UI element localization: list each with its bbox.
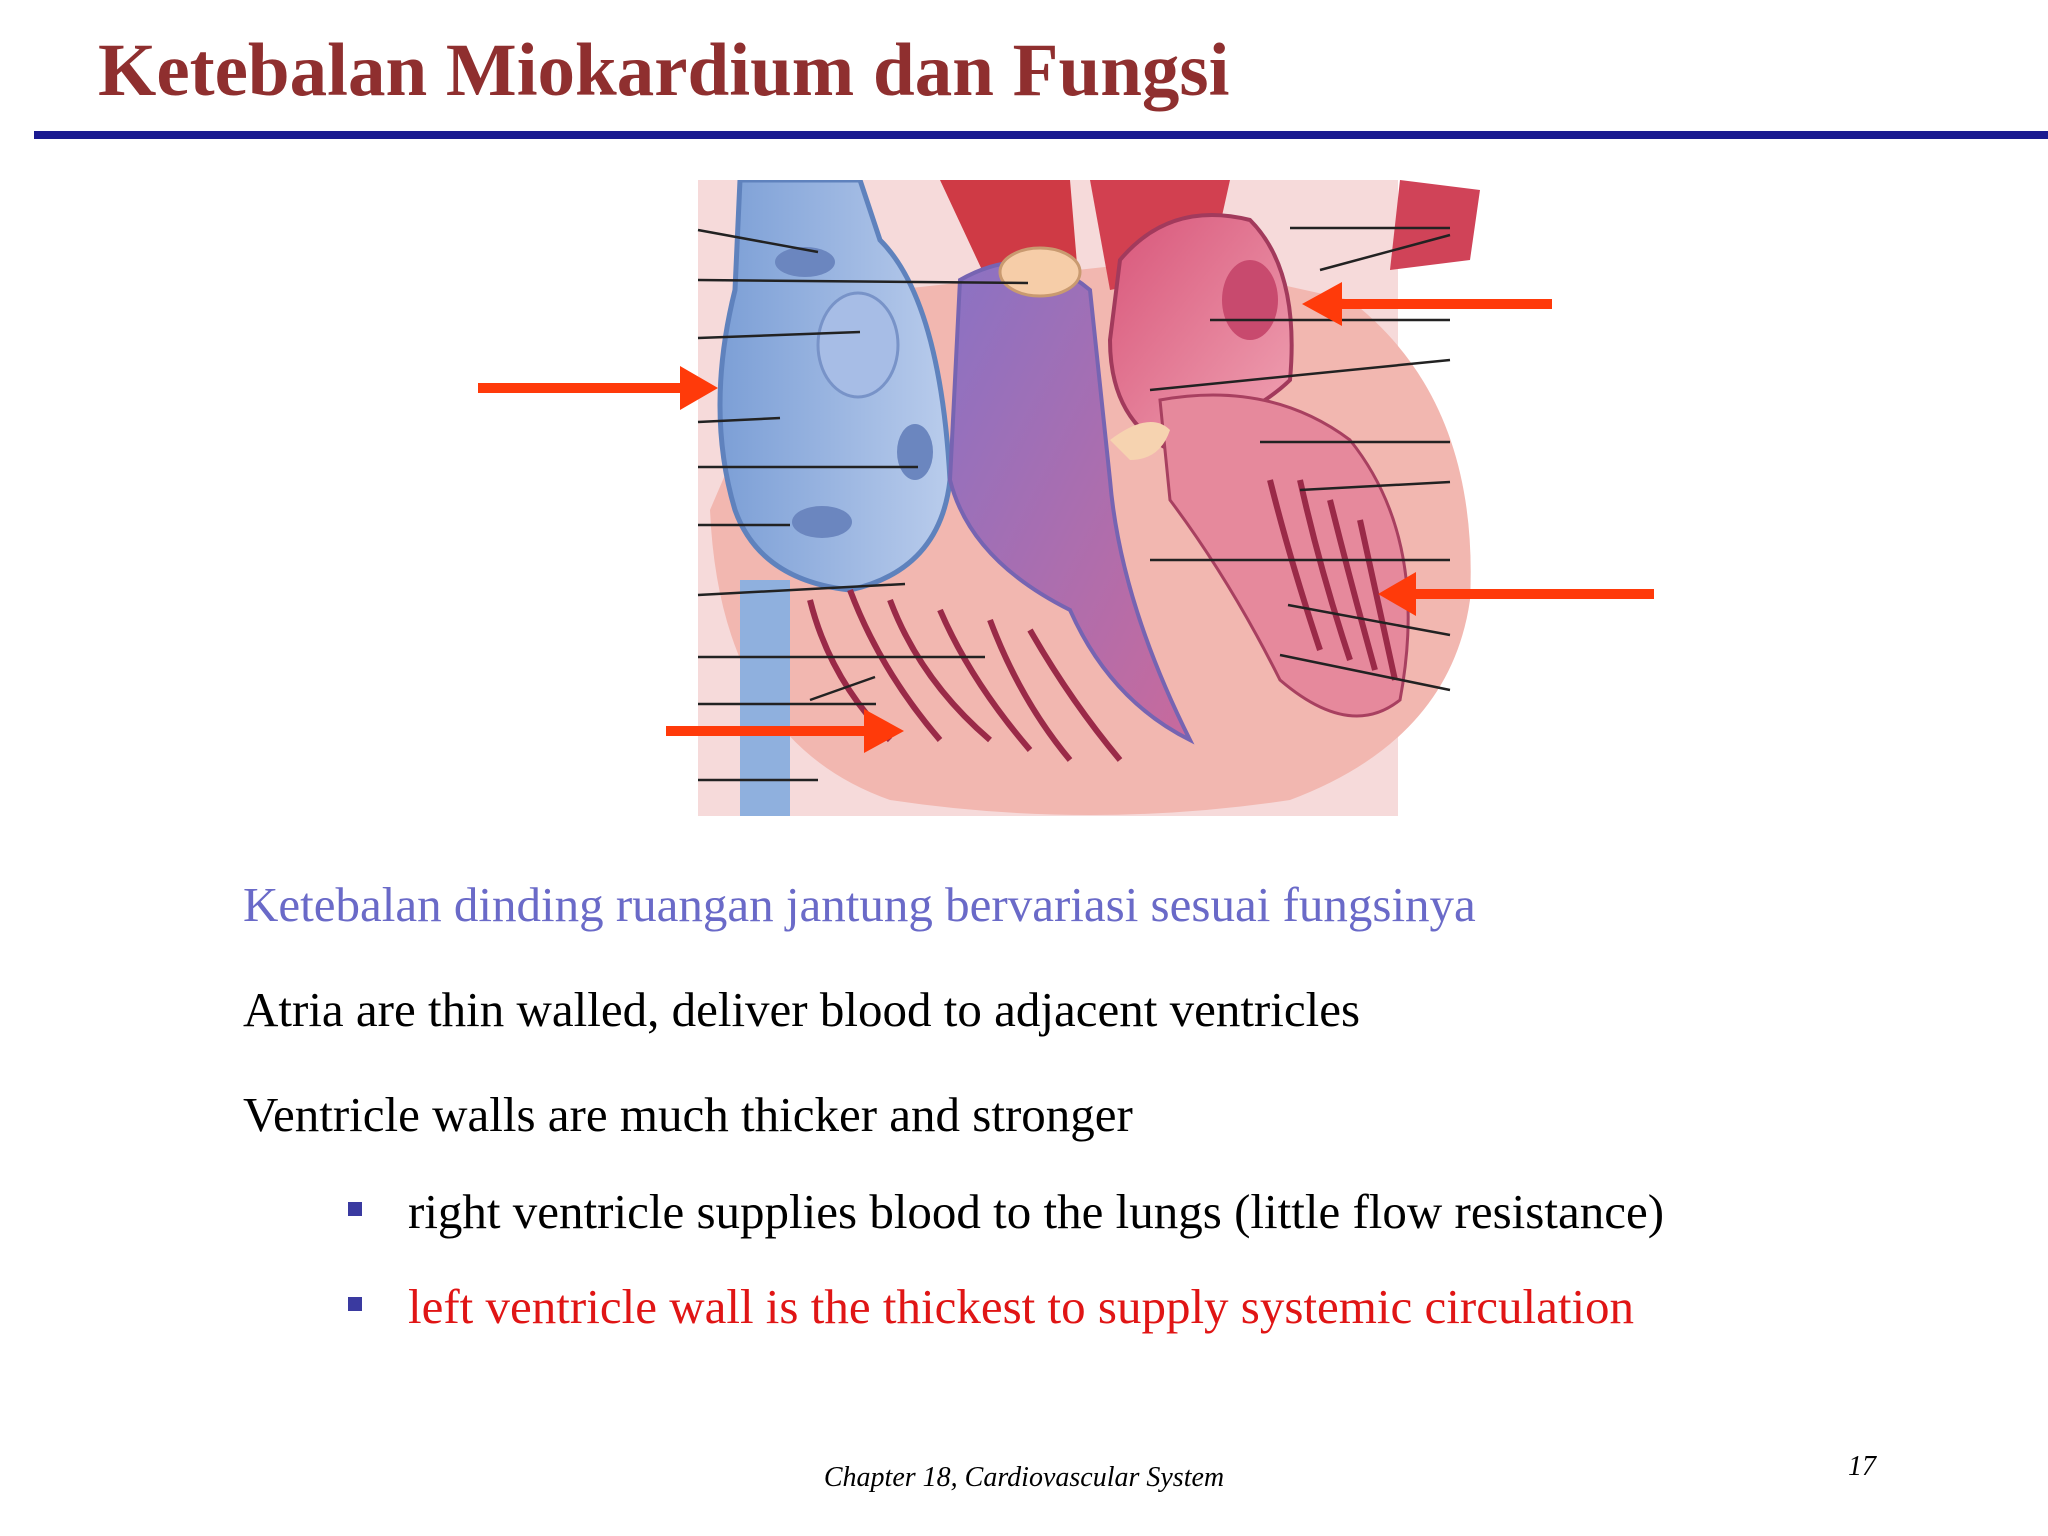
arrow-left-atrium [1302, 282, 1552, 326]
point-atria: Atria are thin walled, deliver blood to … [243, 982, 1361, 1037]
left-ventricle-trabeculae [1267, 479, 1398, 681]
arrow-right-atrium [478, 366, 718, 410]
page-number: 17 [1848, 1451, 1876, 1482]
bullet-text: left ventricle wall is the thickest to s… [408, 1279, 1635, 1334]
heart-illustration [478, 180, 1654, 816]
bullet-square-icon [348, 1296, 362, 1311]
footer-chapter: Chapter 18, Cardiovascular System [823, 1462, 1225, 1493]
arrow-right-ventricle [666, 709, 904, 753]
bullet-left-ventricle: left ventricle wall is the thickest to s… [348, 1280, 1634, 1334]
lead-text: Ketebalan dinding ruangan jantung bervar… [243, 877, 1476, 932]
point-ventricles: Ventricle walls are much thicker and str… [243, 1087, 1133, 1142]
title-rule [34, 131, 2048, 139]
label-lines-left [697, 228, 1029, 782]
bullet-text: right ventricle supplies blood to the lu… [408, 1184, 1665, 1239]
arrow-left-ventricle [1378, 572, 1654, 616]
slide-title: Ketebalan Miokardium dan Fungsi [98, 29, 1230, 112]
bullet-right-ventricle: right ventricle supplies blood to the lu… [348, 1185, 1664, 1239]
left-heart-chambers [1107, 213, 1410, 718]
bullet-square-icon [348, 1201, 362, 1216]
label-lines-right [1149, 226, 1451, 692]
heart-diagram [470, 180, 1670, 830]
